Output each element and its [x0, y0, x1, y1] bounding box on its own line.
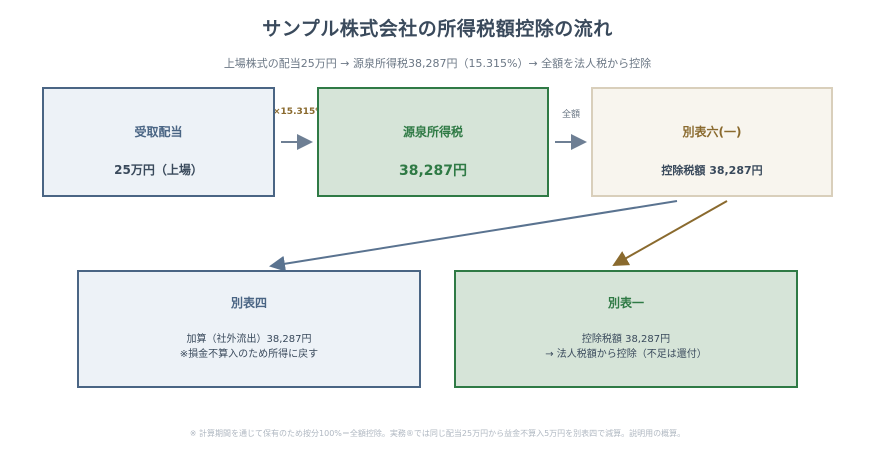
diagram-title: サンプル株式会社の所得税額控除の流れ [262, 18, 613, 40]
schedule6-box: 別表六(一) 控除税額 38,287円 [591, 87, 833, 197]
withholding-tax-box: 源泉所得税 38,287円 [317, 87, 549, 197]
schedule1-line1: 控除税額 38,287円 [581, 334, 671, 345]
arrow-schedule6-to-schedule1 [612, 200, 728, 266]
withholding-tax-value: 38,287円 [398, 163, 468, 179]
full-amount-label: 全額 [562, 110, 581, 120]
schedule4-label: 別表四 [230, 296, 267, 310]
schedule6-label: 別表六(一) [682, 125, 742, 139]
arrow-schedule6-to-schedule4 [269, 200, 678, 272]
withholding-tax-label: 源泉所得税 [402, 125, 463, 139]
schedule1-label: 別表一 [607, 296, 644, 310]
schedule4-line1: 加算（社外流出）38,287円 [186, 334, 312, 345]
footnote: ※ 計算期間を通じて保有のため按分100%＝全額控除。実務®では同じ配当25万円… [189, 429, 686, 438]
dividend-box: 受取配当 25万円（上場） [42, 87, 275, 197]
rate-label: ×15.315% [273, 107, 325, 117]
schedule1-box: 別表一 控除税額 38,287円 → 法人税額から控除（不足は還付） [454, 270, 798, 388]
schedule6-value: 控除税額 38,287円 [661, 164, 763, 177]
dividend-label: 受取配当 [134, 125, 183, 139]
schedule1-line2: → 法人税額から控除（不足は還付） [545, 349, 707, 360]
schedule4-box: 別表四 加算（社外流出）38,287円 ※損金不算入のため所得に戻す [77, 270, 421, 388]
diagram-subtitle: 上場株式の配当25万円 → 源泉所得税38,287円（15.315%）→ 全額を… [223, 57, 652, 70]
schedule4-line2: ※損金不算入のため所得に戻す [179, 349, 319, 360]
dividend-value: 25万円（上場） [114, 163, 203, 177]
